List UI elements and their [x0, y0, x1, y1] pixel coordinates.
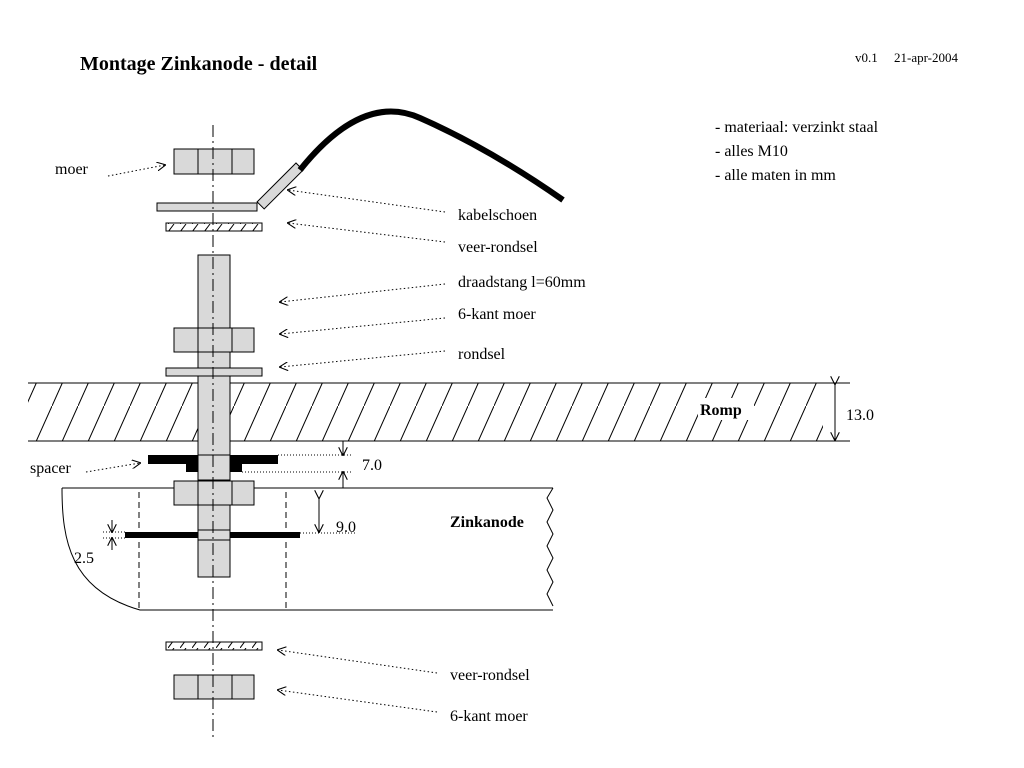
- label-draadstang: draadstang l=60mm: [458, 274, 586, 291]
- hex-nut-bottom: [173, 674, 255, 700]
- dim-plate: [103, 520, 125, 550]
- page-title: Montage Zinkanode - detail: [80, 53, 318, 75]
- dim-romp-value: 13.0: [846, 407, 874, 424]
- hex-nut-top: [173, 327, 255, 353]
- note-units: - alle maten in mm: [715, 167, 836, 184]
- kabelschoen: [156, 108, 565, 212]
- leader-draadstang: [280, 283, 446, 302]
- romp-hull: [28, 382, 823, 442]
- top-nut: [173, 148, 255, 175]
- dim-spacer: [242, 441, 352, 488]
- leader-kantmoer-top: [280, 317, 446, 334]
- leader-kabelschoen: [288, 190, 446, 213]
- dim-romp: [823, 383, 850, 442]
- threaded-rod: [197, 254, 231, 578]
- leader-kantmoer-bottom: [278, 690, 438, 713]
- leader-spacer: [85, 463, 140, 473]
- version-label: v0.1: [855, 50, 878, 65]
- top-spring-washer: [165, 222, 263, 232]
- dim-spacer-value: 7.0: [362, 457, 382, 474]
- label-veer-rondsel-bottom: veer-rondsel: [450, 667, 530, 684]
- dim-anode-value: 9.0: [336, 519, 356, 536]
- leader-veer-bottom: [278, 650, 438, 674]
- leader-moer: [107, 165, 165, 177]
- dim-plate-value: 2.5: [74, 550, 94, 567]
- label-moer: moer: [55, 161, 89, 178]
- label-spacer: spacer: [30, 460, 72, 477]
- rondsel-washer: [165, 367, 263, 377]
- bottom-spring-washer: [165, 641, 263, 651]
- label-kabelschoen: kabelschoen: [458, 207, 537, 224]
- date-label: 21-apr-2004: [894, 50, 958, 65]
- label-6kant-moer-bottom: 6-kant moer: [450, 708, 528, 725]
- rod-over-plate: [197, 529, 231, 541]
- zinkanode-body: [61, 487, 554, 612]
- label-veer-rondsel-top: veer-rondsel: [458, 239, 538, 256]
- note-size: - alles M10: [715, 143, 788, 160]
- label-rondsel: rondsel: [458, 346, 506, 363]
- cable: [297, 108, 565, 203]
- zinkanode-label: Zinkanode: [450, 514, 524, 531]
- dim-anode: [300, 498, 355, 534]
- romp-label: Romp: [700, 402, 742, 419]
- leader-rondsel: [280, 350, 446, 367]
- leader-veer-top: [288, 223, 446, 243]
- note-material: - materiaal: verzinkt staal: [715, 119, 879, 136]
- label-6kant-moer-top: 6-kant moer: [458, 306, 536, 323]
- anode-nut: [173, 480, 255, 506]
